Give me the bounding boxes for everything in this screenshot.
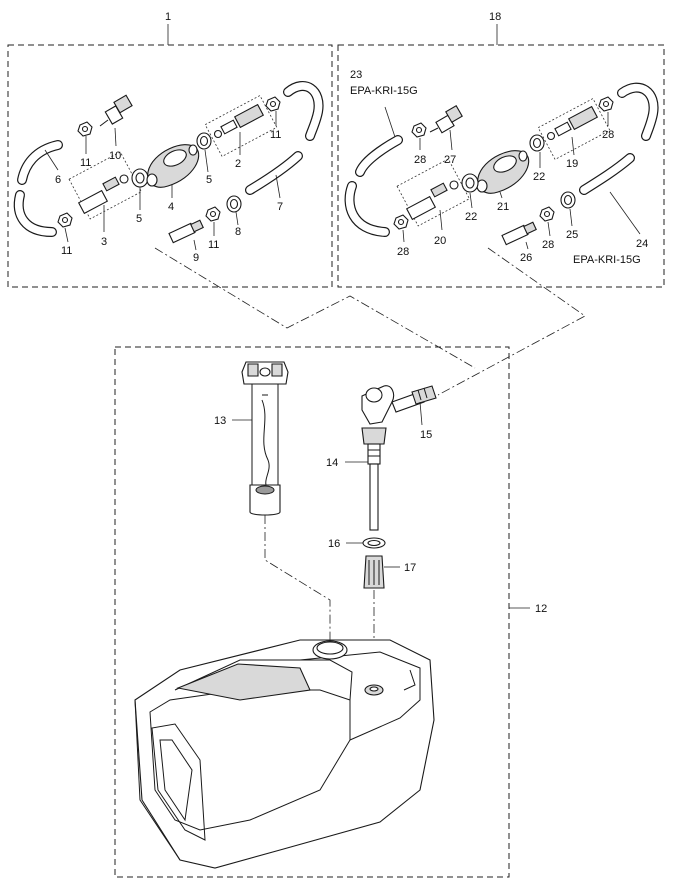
connector-2 xyxy=(204,95,278,157)
part-28-label-lower: 28 xyxy=(542,239,554,251)
part-3-label: 3 xyxy=(101,236,107,248)
part-20-label: 20 xyxy=(434,235,446,247)
fitting-26 xyxy=(501,221,537,246)
part-9-label: 9 xyxy=(193,252,199,264)
part-7-label: 7 xyxy=(277,201,283,213)
fitting-9 xyxy=(168,219,204,244)
hose-6 xyxy=(13,140,63,237)
connector-20 xyxy=(396,158,470,227)
part-23-code: EPA-KRI-15G xyxy=(350,85,418,97)
nut-28-lower xyxy=(539,206,555,222)
part-17-label: 17 xyxy=(404,562,416,574)
part-22-label-left: 22 xyxy=(465,211,477,223)
part-23-label: 23 xyxy=(350,69,362,81)
nut-28-top xyxy=(411,122,427,138)
part-25-label: 25 xyxy=(566,229,578,241)
fuel-gauge-13 xyxy=(232,361,289,516)
part-4-label: 4 xyxy=(168,201,174,213)
part-2-label: 2 xyxy=(235,158,241,170)
part-22-label-right: 22 xyxy=(533,171,545,183)
ring-5-right xyxy=(196,132,212,150)
connector-19 xyxy=(537,98,611,160)
part-28-label-top: 28 xyxy=(414,154,426,166)
part-16-label: 16 xyxy=(328,538,340,550)
part-19-label: 19 xyxy=(566,158,578,170)
fuel-tank xyxy=(134,639,435,869)
primer-bulb-21 xyxy=(476,150,530,194)
part-27-label: 27 xyxy=(444,154,456,166)
part-28-label-right: 28 xyxy=(602,129,614,141)
group-1-frame xyxy=(7,24,333,288)
part-8-label: 8 xyxy=(235,226,241,238)
part-11-label-lower: 11 xyxy=(208,239,219,251)
nut-11-right xyxy=(265,96,281,112)
part-5-label-right: 5 xyxy=(206,174,212,186)
ring-5-left xyxy=(131,168,149,188)
connection-lines xyxy=(154,247,586,690)
connector-15 xyxy=(391,385,437,426)
part-28-label-bottom-left: 28 xyxy=(397,246,409,258)
part-24-label: 24 xyxy=(636,238,648,250)
group-1-leaders xyxy=(44,111,281,251)
part-14-label: 14 xyxy=(326,457,338,469)
ring-25 xyxy=(560,191,576,209)
part-24-code: EPA-KRI-15G xyxy=(573,254,641,266)
nut-28-bottom-left xyxy=(393,214,409,230)
o-ring-16 xyxy=(346,537,386,549)
part-15-label: 15 xyxy=(420,429,432,441)
hose-7 xyxy=(245,81,324,195)
part-12-label: 12 xyxy=(535,603,547,615)
elbow-14 xyxy=(345,385,395,531)
group-18-frame xyxy=(337,24,665,288)
part-5-label-left: 5 xyxy=(136,213,142,225)
group-12-frame xyxy=(114,346,530,878)
hose-24 xyxy=(579,82,659,195)
group-1-label: 1 xyxy=(165,11,171,23)
hose-23 xyxy=(344,135,403,237)
part-13-label: 13 xyxy=(214,415,226,427)
group-18-leaders xyxy=(384,106,641,250)
filter-17 xyxy=(363,555,400,589)
connector-3 xyxy=(68,151,142,220)
nut-11-bottom-left xyxy=(57,212,73,228)
part-11-label-top: 11 xyxy=(80,157,91,169)
part-26-label: 26 xyxy=(520,252,532,264)
part-6-label: 6 xyxy=(55,174,61,186)
part-11-label-left: 11 xyxy=(61,245,72,257)
ring-8 xyxy=(226,195,242,213)
group-18-parts xyxy=(344,82,659,246)
fitting-27 xyxy=(429,105,463,134)
ring-22-right xyxy=(529,134,545,152)
group-18-label: 18 xyxy=(489,11,501,23)
nut-28-right xyxy=(598,96,614,112)
group-1-parts xyxy=(13,81,324,244)
ring-22-left xyxy=(461,173,479,193)
part-10-label: 10 xyxy=(109,150,121,162)
part-21-label: 21 xyxy=(497,201,509,213)
primer-bulb-4 xyxy=(146,144,200,188)
nut-11-lower xyxy=(205,206,221,222)
nut-11-top xyxy=(77,121,93,137)
part-11-label-right: 11 xyxy=(270,129,281,141)
fitting-10 xyxy=(99,94,133,127)
